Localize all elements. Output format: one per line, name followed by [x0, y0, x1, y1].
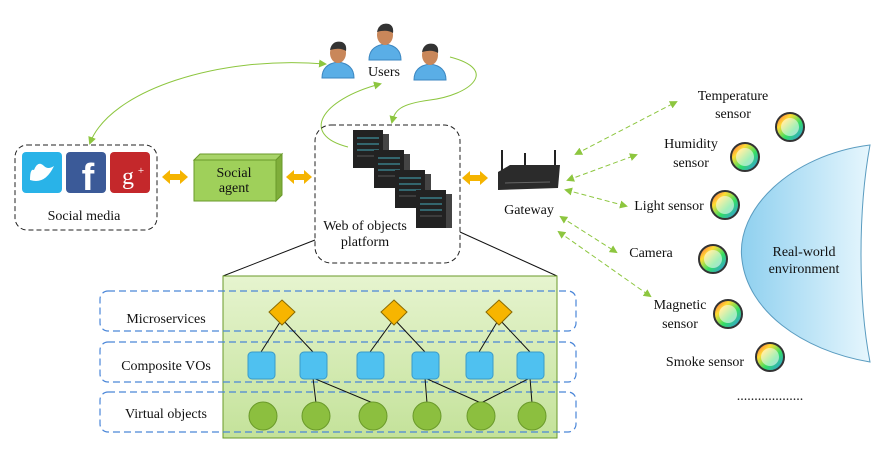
light-sensor-label: Light sensor: [634, 199, 704, 214]
sensor-orb-icon: [698, 244, 728, 274]
platform-box: [314, 124, 461, 264]
virtual-object-node: [358, 401, 388, 431]
tree-link: [529, 377, 533, 404]
microservice-node: [485, 299, 513, 326]
link-social-users: [88, 59, 327, 145]
tree-nodes: [247, 299, 547, 431]
environment-label-2: environment: [769, 262, 840, 277]
social-agent-label-1: Social: [217, 166, 252, 181]
composite-vo-node: [516, 351, 545, 380]
sensor-orb-icon: [775, 112, 805, 142]
microservice-node: [380, 299, 408, 326]
more-sensors-ellipsis: ...................: [737, 389, 804, 404]
user-icon: [368, 23, 402, 61]
exchange-arrow: [286, 170, 312, 184]
zoom-line: [222, 239, 316, 277]
microservice-node: [268, 299, 296, 326]
real-world-environment: [740, 144, 871, 363]
temperature-sensor-label-1: Temperature: [698, 89, 769, 104]
magnetic-sensor-label-1: Magnetic: [654, 298, 707, 313]
tree-links: [260, 318, 533, 404]
layer-microservices: [99, 290, 577, 332]
social-media-box: [14, 144, 158, 231]
zoom-line: [459, 231, 558, 277]
tree-link: [369, 318, 395, 353]
tree-link: [478, 318, 500, 353]
humidity-sensor-label-1: Humidity: [664, 137, 718, 152]
svg-text:f: f: [82, 157, 95, 199]
gateway-router-icon: [498, 150, 560, 190]
sensor-orb-icon: [710, 190, 740, 220]
platform-label-2: platform: [341, 235, 389, 250]
exchange-arrow: [162, 170, 188, 184]
user-icon: [321, 41, 355, 79]
svg-text:g: g: [122, 164, 134, 190]
link-temperature: [574, 101, 678, 155]
tree-link: [312, 377, 374, 404]
tree-link: [424, 377, 428, 404]
users-group: Users: [321, 23, 447, 81]
layer-label-microservices: Microservices: [126, 312, 205, 327]
link-camera: [559, 215, 618, 254]
composite-vo-node: [411, 351, 440, 380]
user-icon: [413, 43, 447, 81]
sensor-orb-icon: [730, 142, 760, 172]
composite-vo-node: [299, 351, 328, 380]
link-light: [564, 187, 628, 209]
virtual-object-node: [517, 401, 547, 431]
layer-label-virtual: Virtual objects: [125, 407, 207, 422]
sensor-orb-icon: [755, 342, 785, 372]
tree-link: [260, 318, 283, 353]
virtual-object-node: [248, 401, 278, 431]
svg-text:+: +: [138, 165, 144, 177]
layer-virtual: [99, 391, 577, 433]
social-agent-label-2: agent: [219, 181, 249, 196]
environment-label-1: Real-world: [773, 245, 836, 260]
tree-link: [312, 377, 317, 404]
magnetic-sensor-label-2: sensor: [662, 317, 698, 332]
link-users-platform: [389, 56, 477, 124]
temperature-sensor-label-2: sensor: [715, 107, 751, 122]
twitter-icon: [22, 152, 62, 193]
composite-vo-node: [356, 351, 385, 380]
tree-link: [498, 318, 531, 353]
sensor-orb-icon: [713, 299, 743, 329]
google-plus-icon: g+: [110, 152, 150, 193]
gateway-label: Gateway: [504, 203, 554, 218]
composite-vo-node: [247, 351, 276, 380]
humidity-sensor-label-2: sensor: [673, 156, 709, 171]
virtual-object-node: [466, 401, 496, 431]
social-agent-box: Social agent: [192, 152, 284, 203]
link-magnetic: [557, 230, 652, 298]
link-humidity: [566, 153, 638, 182]
tree-link: [281, 318, 314, 353]
tree-link: [480, 377, 531, 404]
server-stack-icon: [352, 129, 453, 229]
social-media-label: Social media: [48, 209, 121, 224]
virtual-object-node: [412, 401, 442, 431]
composite-vo-node: [465, 351, 494, 380]
smoke-sensor-label: Smoke sensor: [666, 355, 745, 370]
link-platform-users: [320, 81, 382, 148]
facebook-icon: f: [66, 152, 106, 199]
platform-label-1: Web of objects: [323, 219, 407, 234]
users-label: Users: [368, 65, 400, 80]
tree-link: [424, 377, 482, 404]
camera-label: Camera: [629, 246, 673, 261]
exchange-arrow: [462, 171, 488, 185]
layer-composite: [99, 341, 577, 383]
tree-link: [393, 318, 426, 353]
layer-label-composite: Composite VOs: [121, 359, 211, 374]
virtual-object-node: [301, 401, 331, 431]
